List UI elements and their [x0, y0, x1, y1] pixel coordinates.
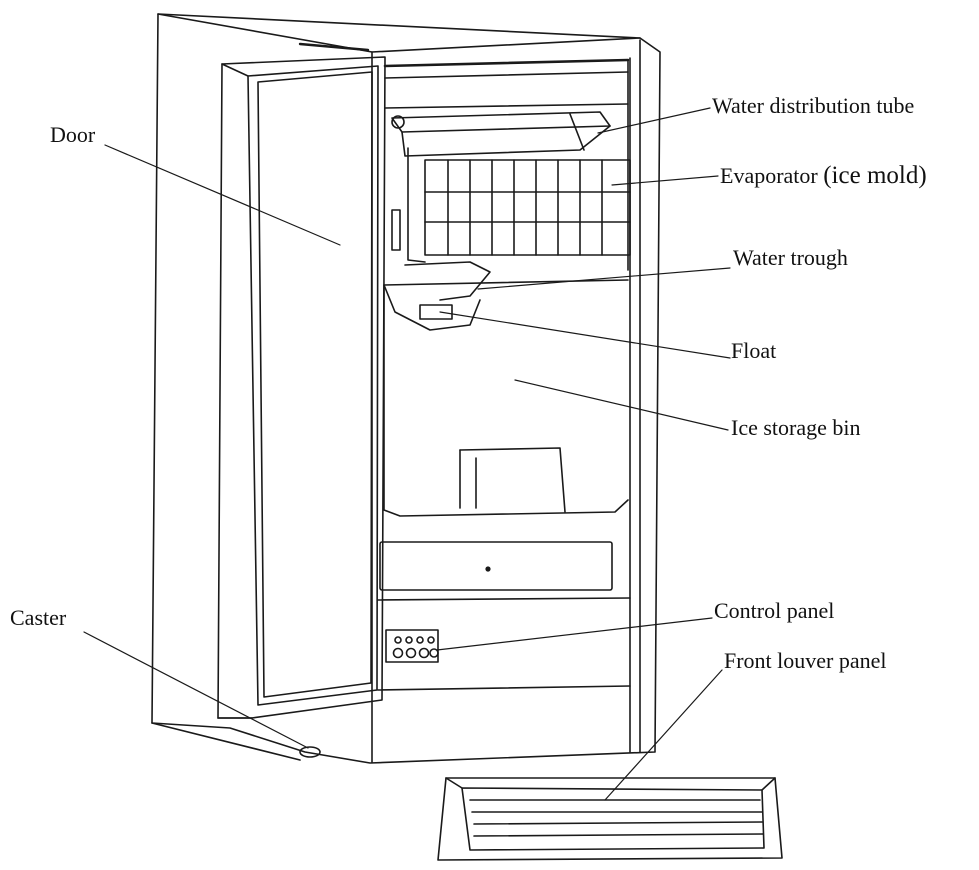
door-panel	[217, 56, 386, 719]
leader-caster	[83, 631, 309, 749]
water-distribution-tube	[391, 111, 611, 157]
leader-float	[439, 311, 731, 359]
leader-control-panel	[436, 617, 713, 651]
water-trough	[383, 261, 629, 331]
leader-lines	[83, 107, 731, 801]
label-float: Float	[731, 338, 777, 363]
leader-door	[104, 144, 341, 246]
caster-part	[299, 746, 321, 758]
leader-water-distribution-tube	[597, 107, 711, 134]
control-panel-part	[385, 629, 439, 663]
evaporator-ice-mold	[391, 147, 631, 263]
label-water-trough: Water trough	[733, 245, 848, 270]
label-caster: Caster	[10, 605, 67, 630]
ice-storage-bin	[383, 284, 629, 517]
front-louver-panel-part	[437, 777, 783, 861]
label-door: Door	[50, 122, 96, 147]
label-ice-storage-bin: Ice storage bin	[731, 415, 861, 440]
interior-top	[383, 58, 630, 271]
leader-evaporator	[611, 175, 719, 186]
label-evaporator-note: (ice mold)	[823, 162, 927, 189]
leader-water-trough	[477, 267, 731, 290]
float-part	[419, 304, 453, 320]
label-water-distribution-tube: Water distribution tube	[712, 93, 915, 118]
leader-ice-storage-bin	[514, 379, 729, 431]
label-evaporator-main: Evaporator	[720, 163, 818, 188]
label-front-louver-panel: Front louver panel	[724, 648, 887, 673]
label-evaporator: Evaporator (ice mold)	[720, 163, 927, 188]
label-control-panel: Control panel	[714, 598, 835, 623]
bin-door	[377, 541, 631, 691]
leader-front-louver-panel	[604, 669, 723, 801]
